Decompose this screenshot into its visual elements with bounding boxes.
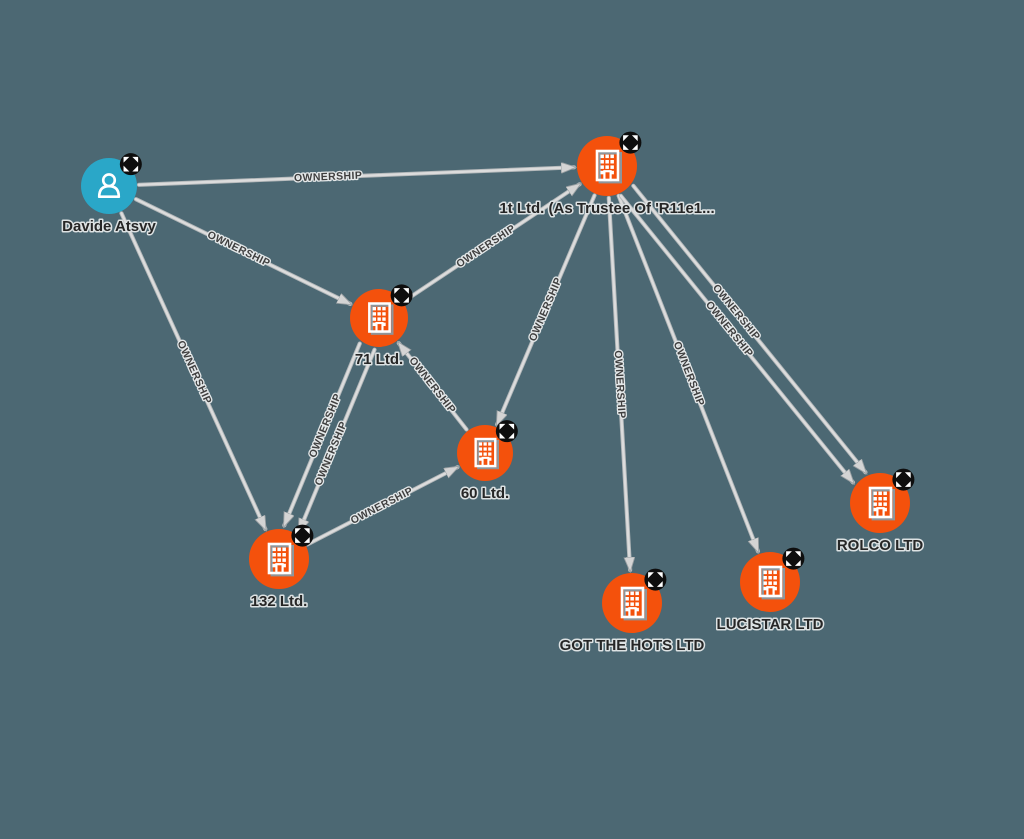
node-132[interactable]: 132 Ltd.: [249, 524, 314, 612]
person-icon: [97, 173, 121, 199]
node-rol[interactable]: ROLCO LTD: [835, 468, 925, 556]
expand-arrows-icon[interactable]: [892, 468, 915, 491]
office-building-icon: [368, 302, 394, 335]
node-davide[interactable]: Davide Atsvy: [61, 153, 158, 237]
edge-davide-1t: OWNERSHIP: [136, 167, 574, 187]
node-60[interactable]: 60 Ltd.: [457, 420, 518, 504]
node-got[interactable]: GOT THE HOTS LTD: [558, 568, 706, 656]
node-label: ROLCO LTD: [837, 537, 924, 554]
edge-1t-got: OWNERSHIP: [606, 195, 630, 570]
expand-arrows-icon[interactable]: [119, 153, 142, 176]
expand-arrows-icon[interactable]: [495, 420, 518, 443]
edge-132-60: OWNERSHIP: [305, 465, 457, 547]
edge-1t-rol: OWNERSHIP: [631, 183, 868, 472]
edge-davide-71: OWNERSHIP: [133, 197, 350, 307]
expand-arrows-icon[interactable]: [390, 284, 413, 307]
nodes-layer: Davide Atsvy 1t Ltd. (As Trustee Of 'R11e…: [61, 131, 925, 656]
office-building-icon: [267, 542, 295, 577]
edge-label-ownership: OWNERSHIP: [454, 222, 518, 270]
edge-71-132: OWNERSHIP: [282, 341, 362, 526]
node-label: LUCISTAR LTD: [717, 616, 824, 633]
edge-label-ownership: OWNERSHIP: [527, 276, 565, 344]
expand-arrows-icon[interactable]: [644, 568, 667, 591]
expand-arrows-icon[interactable]: [782, 547, 805, 570]
node-label: 60 Ltd.: [461, 485, 509, 502]
edge-label-ownership: OWNERSHIP: [294, 170, 363, 185]
node-1t[interactable]: 1t Ltd. (As Trustee Of 'R11e1...: [498, 131, 716, 219]
edge-label-ownership: OWNERSHIP: [612, 350, 628, 419]
node-luc[interactable]: LUCISTAR LTD: [715, 547, 825, 635]
office-building-icon: [868, 486, 896, 521]
node-label: Davide Atsvy: [62, 218, 156, 235]
edge-71-132: OWNERSHIP: [296, 347, 377, 532]
office-building-icon: [620, 586, 648, 621]
edge-label-ownership: OWNERSHIP: [671, 340, 707, 408]
node-label: GOT THE HOTS LTD: [560, 637, 705, 654]
node-71[interactable]: 71 Ltd.: [350, 284, 413, 370]
edges-layer: OWNERSHIPOWNERSHIPOWNERSHIPOWNERSHIPOWNE…: [119, 167, 868, 570]
edge-davide-132: OWNERSHIP: [119, 211, 268, 529]
node-label: 132 Ltd.: [251, 593, 308, 610]
edge-label-ownership: OWNERSHIP: [349, 485, 415, 527]
edge-1t-rol: OWNERSHIP: [618, 193, 856, 482]
edge-label-ownership: OWNERSHIP: [406, 355, 458, 416]
node-label: 71 Ltd.: [355, 351, 403, 368]
office-building-icon: [474, 437, 500, 470]
edge-1t-luc: OWNERSHIP: [616, 193, 761, 551]
expand-arrows-icon[interactable]: [619, 131, 642, 154]
office-building-icon: [595, 149, 623, 184]
expand-arrows-icon[interactable]: [291, 524, 314, 547]
office-building-icon: [758, 565, 786, 600]
edge-60-71: OWNERSHIP: [396, 343, 469, 432]
node-label: 1t Ltd. (As Trustee Of 'R11e1...: [499, 200, 714, 217]
edge-label-ownership: OWNERSHIP: [175, 339, 214, 406]
edge-label-ownership: OWNERSHIP: [205, 229, 272, 270]
